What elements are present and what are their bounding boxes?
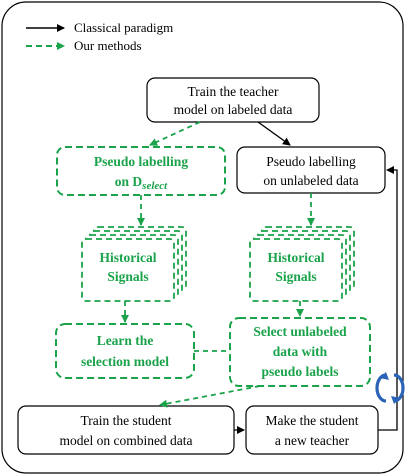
pseudo-select-line1: Pseudo labelling: [94, 154, 188, 169]
historical-left-line2: Signals: [107, 269, 148, 284]
pseudo-unlabeled-line2: on unlabeled data: [263, 173, 358, 188]
pseudo-select-on: on D: [115, 174, 143, 189]
pseudo-select-sub: select: [141, 180, 168, 192]
node-train-teacher: Train the teacher model on labeled data: [146, 77, 320, 123]
node-make-teacher: Make the student a new teacher: [245, 405, 379, 455]
arrow-teacher-to-select: [149, 121, 201, 146]
learn-selection-line1: Learn the: [97, 333, 154, 348]
select-unlabeled-line3: pseudo labels: [262, 364, 339, 379]
arrow-teacher-to-pseudo: [257, 121, 291, 146]
train-teacher-line1: Train the teacher: [188, 84, 279, 99]
historical-right-line2: Signals: [275, 269, 316, 284]
train-teacher-line2: model on labeled data: [174, 102, 293, 117]
node-historical-right: [249, 226, 355, 302]
node-pseudo-unlabeled: Pseudo labelling on unlabeled data: [236, 146, 386, 194]
node-historical-left: [81, 226, 187, 302]
pseudo-select-line2: on Dselect: [115, 174, 168, 192]
select-unlabeled-line1: Select unlabeled: [253, 324, 347, 339]
train-student-line1: Train the student: [81, 413, 172, 428]
learn-selection-line2: selection model: [81, 354, 169, 369]
make-teacher-line2: a new teacher: [275, 433, 350, 448]
refresh-cycle-icon: [375, 372, 405, 404]
classical-arrows: [234, 121, 398, 434]
legend-classical-label: Classical paradigm: [74, 20, 173, 35]
ours-arrows: [121, 121, 315, 408]
historical-left-line1: Historical: [100, 250, 157, 265]
arrow-select-to-student: [159, 385, 261, 408]
pseudo-unlabeled-line1: Pseudo labelling: [266, 154, 356, 169]
train-student-line2: model on combined data: [59, 433, 192, 448]
node-select-unlabeled: Select unlabeled data with pseudo labels: [229, 317, 371, 387]
select-unlabeled-line2: data with: [273, 344, 328, 359]
historical-right-line1: Historical: [268, 250, 325, 265]
legend-ours-label: Our methods: [74, 38, 142, 53]
node-pseudo-select: Pseudo labelling on Dselect: [56, 146, 226, 196]
node-train-student: Train the student model on combined data: [17, 405, 235, 455]
make-teacher-line1: Make the student: [266, 413, 359, 428]
arrow-feedback-loop: [378, 166, 398, 431]
node-learn-selection: Learn the selection model: [55, 323, 195, 379]
legend: Classical paradigm Our methods: [26, 20, 173, 53]
